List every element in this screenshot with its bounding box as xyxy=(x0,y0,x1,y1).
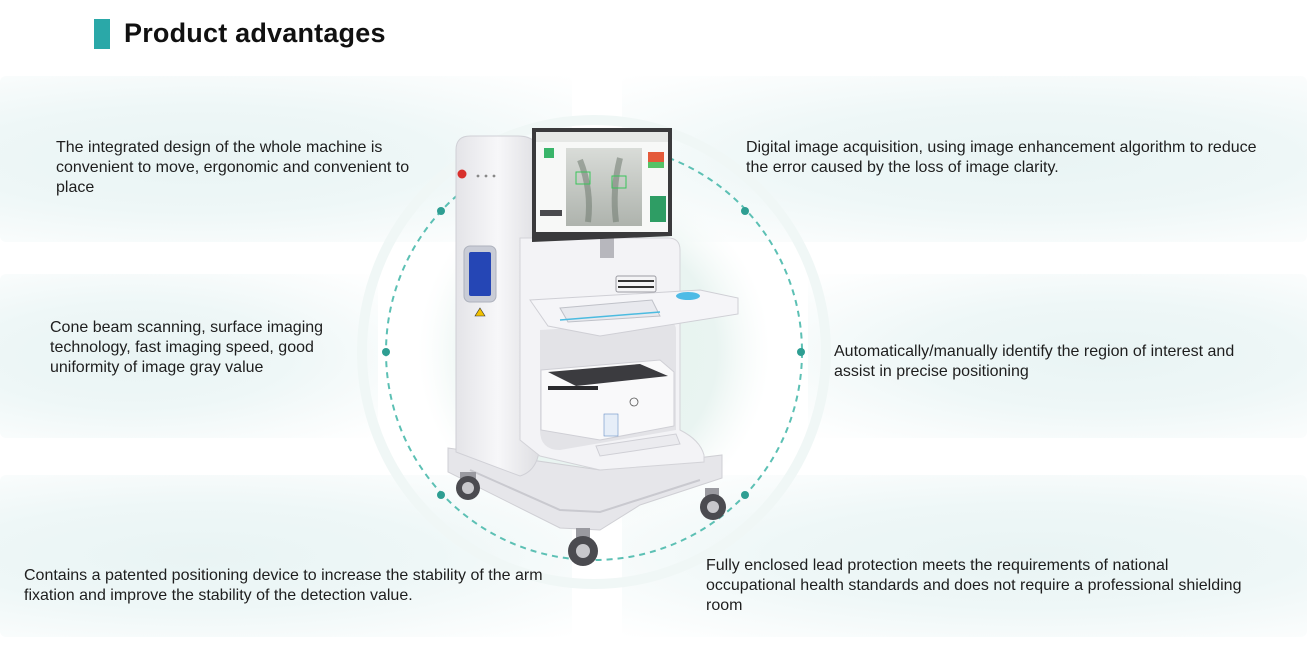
wheel-right xyxy=(700,488,726,520)
ring-dot-mid-left xyxy=(382,348,390,356)
printer xyxy=(540,359,681,457)
feature-text-bottom-right: Fully enclosed lead protection meets the… xyxy=(706,557,1242,614)
feature-text-top-left: The integrated design of the whole machi… xyxy=(56,139,410,196)
ring-dot-mid-right xyxy=(797,348,805,356)
feature-panel-mid-right xyxy=(808,274,1307,438)
feature-text-mid-right: Automatically/manually identify the regi… xyxy=(834,343,1235,380)
ring-dot-bottom-left xyxy=(437,491,445,499)
feature-text-mid-left: Cone beam scanning, surface imaging tech… xyxy=(50,319,324,376)
machine-illustration xyxy=(447,128,739,566)
wheel-front xyxy=(568,528,598,566)
ring-dot-bottom-right xyxy=(741,491,749,499)
feature-text-bottom-left: Contains a patented positioning device t… xyxy=(24,567,543,604)
ring-dot-top-right xyxy=(741,207,749,215)
ring-dot-top-left xyxy=(437,207,445,215)
outer-halo-ring xyxy=(357,115,831,589)
monitor xyxy=(532,128,672,242)
feature-text-top-right: Digital image acquisition, using image e… xyxy=(746,139,1257,176)
feature-panel-bottom-right xyxy=(622,475,1307,637)
wheel-left-back xyxy=(456,472,480,500)
section-header: Product advantages xyxy=(94,18,386,49)
feature-panel-mid-left xyxy=(0,274,378,438)
feature-panel-top-right xyxy=(622,76,1307,242)
title-accent-bar xyxy=(94,18,110,49)
page-title: Product advantages xyxy=(124,18,386,48)
